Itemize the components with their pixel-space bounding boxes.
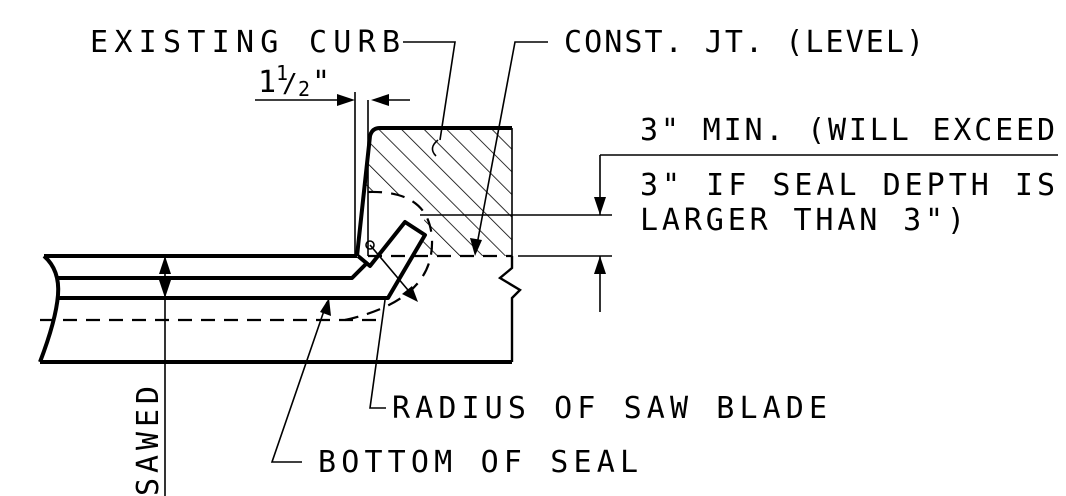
const-jt-leader (475, 41, 548, 251)
curb-hatching (357, 128, 512, 256)
bottom-seal-arrowhead (320, 298, 331, 316)
svg-text:": " (312, 65, 330, 100)
dim-3in-arrow-up (594, 256, 606, 274)
radius-center-point (365, 240, 375, 250)
svg-text:2: 2 (298, 77, 310, 101)
sawed-arrow-top (159, 256, 171, 274)
label-sawed: SAWED (131, 386, 166, 496)
label-min-line3: LARGER THAN 3") (640, 203, 965, 238)
saw-cut-upper-profile (330, 260, 370, 280)
svg-text:1: 1 (258, 65, 276, 100)
label-dim-1-5: 1 1 / 2 " (258, 61, 330, 101)
saw-blade-radius-arc (344, 190, 434, 322)
dim-3in-arrow-down (594, 197, 606, 215)
radius-saw-leader (369, 299, 386, 409)
radius-arrowhead (402, 286, 418, 302)
label-min-line2: 3" IF SEAL DEPTH IS (640, 168, 1055, 203)
existing-curb-outline (355, 126, 512, 257)
existing-curb-leader-tick (431, 139, 439, 157)
label-radius-saw: RADIUS OF SAW BLADE (392, 391, 827, 426)
dim-1-5-arrow-left (337, 94, 355, 106)
dim-1-5-arrow-right (371, 94, 389, 106)
bottom-seal-leader (270, 301, 328, 463)
existing-curb-leader (403, 41, 456, 141)
svg-text:1: 1 (276, 61, 288, 85)
label-min-line1: 3" MIN. (WILL EXCEED (640, 113, 1055, 148)
label-const-jt: CONST. JT. (LEVEL) (564, 25, 924, 60)
label-existing-curb: EXISTING CURB (90, 25, 400, 60)
label-bottom-seal: BOTTOM OF SEAL (318, 445, 638, 480)
break-line-right (497, 256, 522, 362)
const-jt-arrowhead (470, 238, 482, 256)
radius-arrow-line (369, 244, 414, 297)
sawed-arrow-bottom (159, 280, 171, 298)
svg-text:/: / (282, 69, 298, 99)
break-line-left (38, 254, 61, 363)
